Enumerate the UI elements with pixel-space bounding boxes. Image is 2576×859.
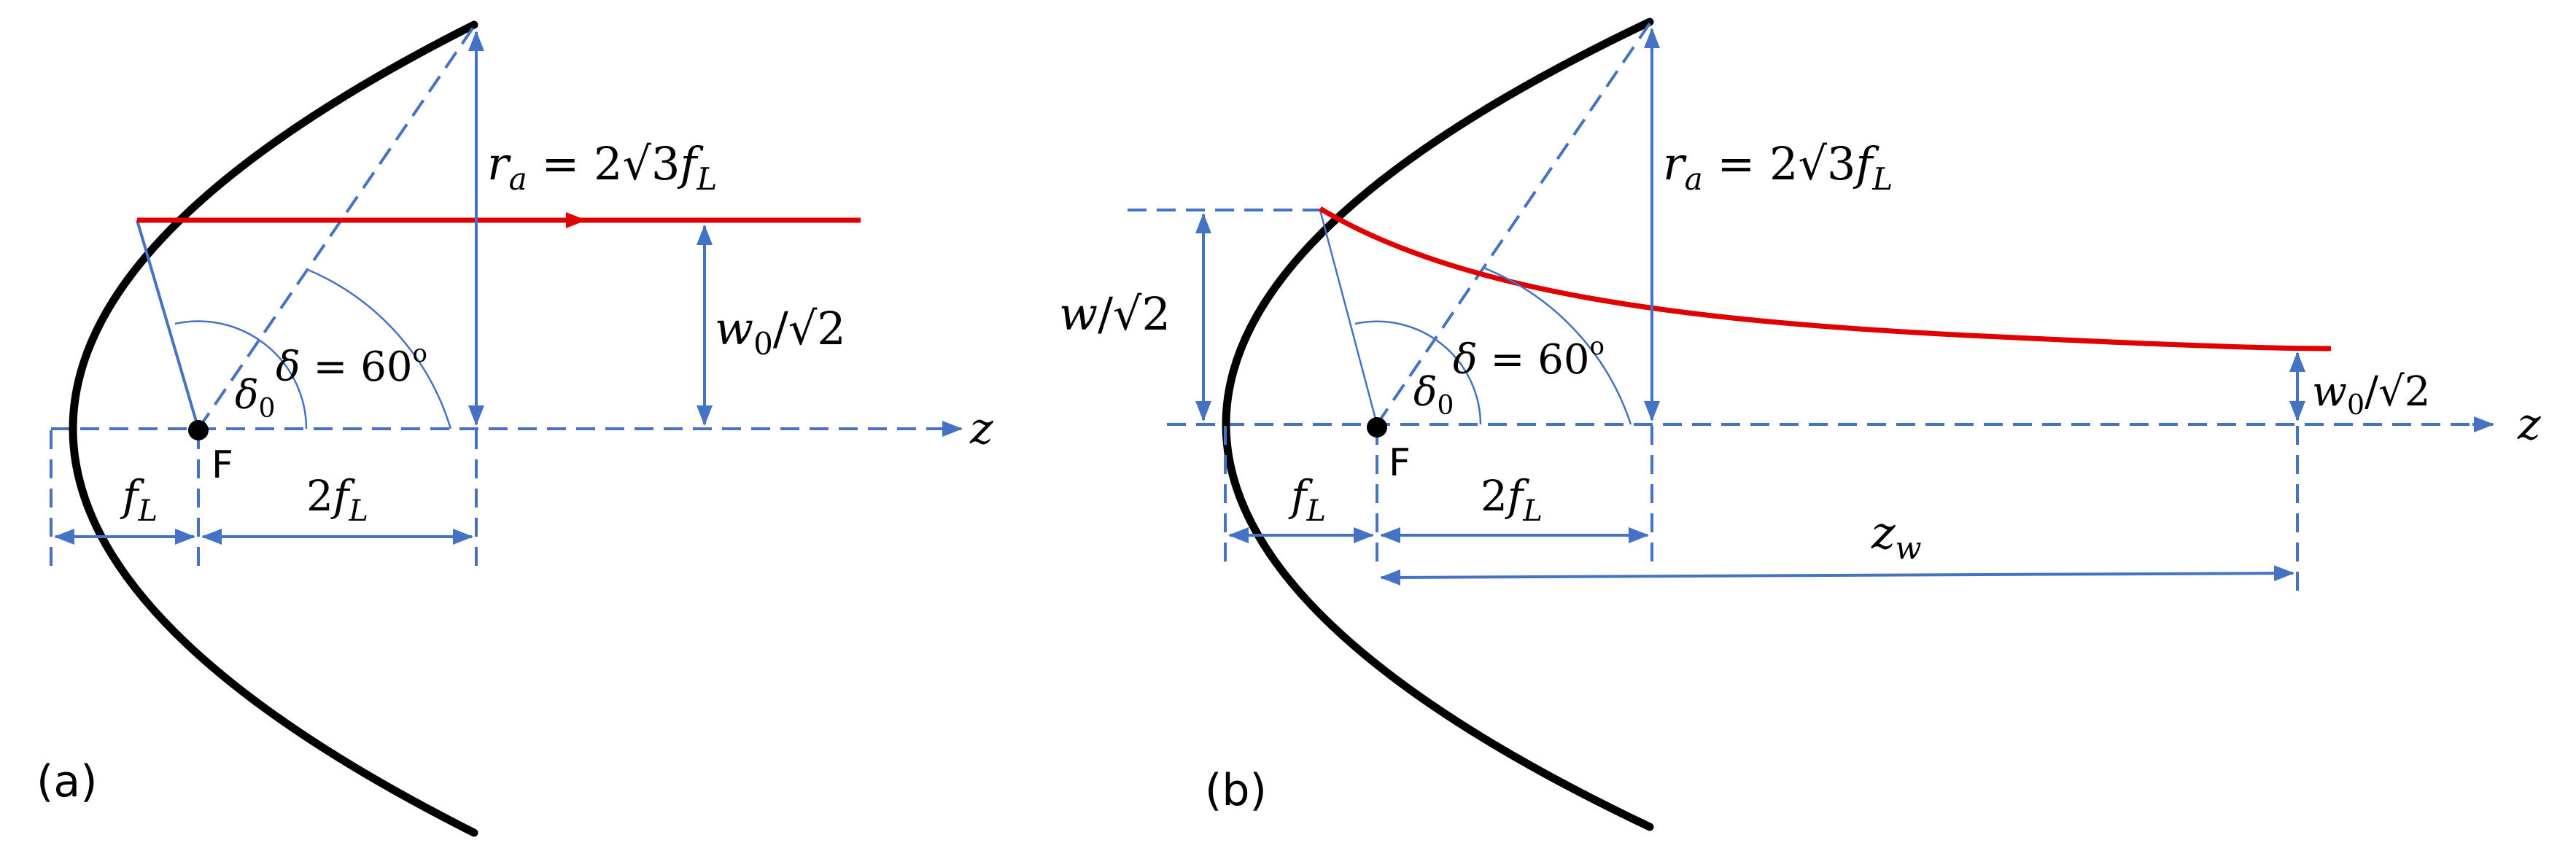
panel-b-focal-ray [1319,209,1378,425]
panel-b-parabolic-mirror [1222,18,1654,831]
panel-a-axis-label: z [969,403,993,454]
panel-b-w0-label: w0/√2 [2312,368,2430,421]
panel-a-ra-label: ra = 2√3fL [487,137,717,197]
panel-a-delta0-arc [174,320,308,430]
panel-a-delta0-label: δ0 [235,372,275,424]
panel-a-delta-arc [306,268,452,430]
panel-a: z F ra = 2√3fL w0/√2 [36,20,993,837]
panel-b-delta-arc [1484,267,1632,425]
panel-b-focus-point [1367,417,1387,438]
panel-b-focus-label: F [1389,441,1411,485]
panel-b-delta-label: δ = 60o [1453,332,1605,384]
panel-b-zw-label: zw [1871,506,1922,566]
panel-a-rim-ray [197,25,476,430]
panel-a-parabolic-mirror [69,20,478,837]
panel-a-fL-label: fL [120,471,158,528]
panel-a-focus-point [188,420,209,440]
panel-b-delta0-arc [1354,320,1482,425]
panel-b-w-label: w/√2 [1059,287,1171,341]
panel-b-zw-dimension [1380,565,2294,586]
panel-a-w0-label: w0/√2 [715,302,846,362]
panel-b-fL-label: fL [1288,471,1326,528]
panel-b-delta0-label: δ0 [1413,369,1454,421]
panel-b-beam [1319,206,2332,351]
panel-a-ra-sqrt-icon: √ [623,137,652,190]
panel-a-2fL-label: 2fL [306,471,368,528]
panel-b-axis-label: z [2517,399,2541,450]
panel-a-focal-ray [136,219,200,430]
panel-b-2fL-label: 2fL [1481,471,1543,528]
panel-b-ra-label: ra = 2√3fL [1663,137,1893,197]
panel-a-delta-label: δ = 60o [276,339,427,391]
panel-a-label: (a) [36,756,98,807]
panel-a-focus-label: F [212,443,233,487]
panel-b-label: (b) [1205,765,1267,816]
panel-b-rim-ray [1376,22,1651,426]
panel-b: z F ra = 2√3fL [1059,18,2541,831]
